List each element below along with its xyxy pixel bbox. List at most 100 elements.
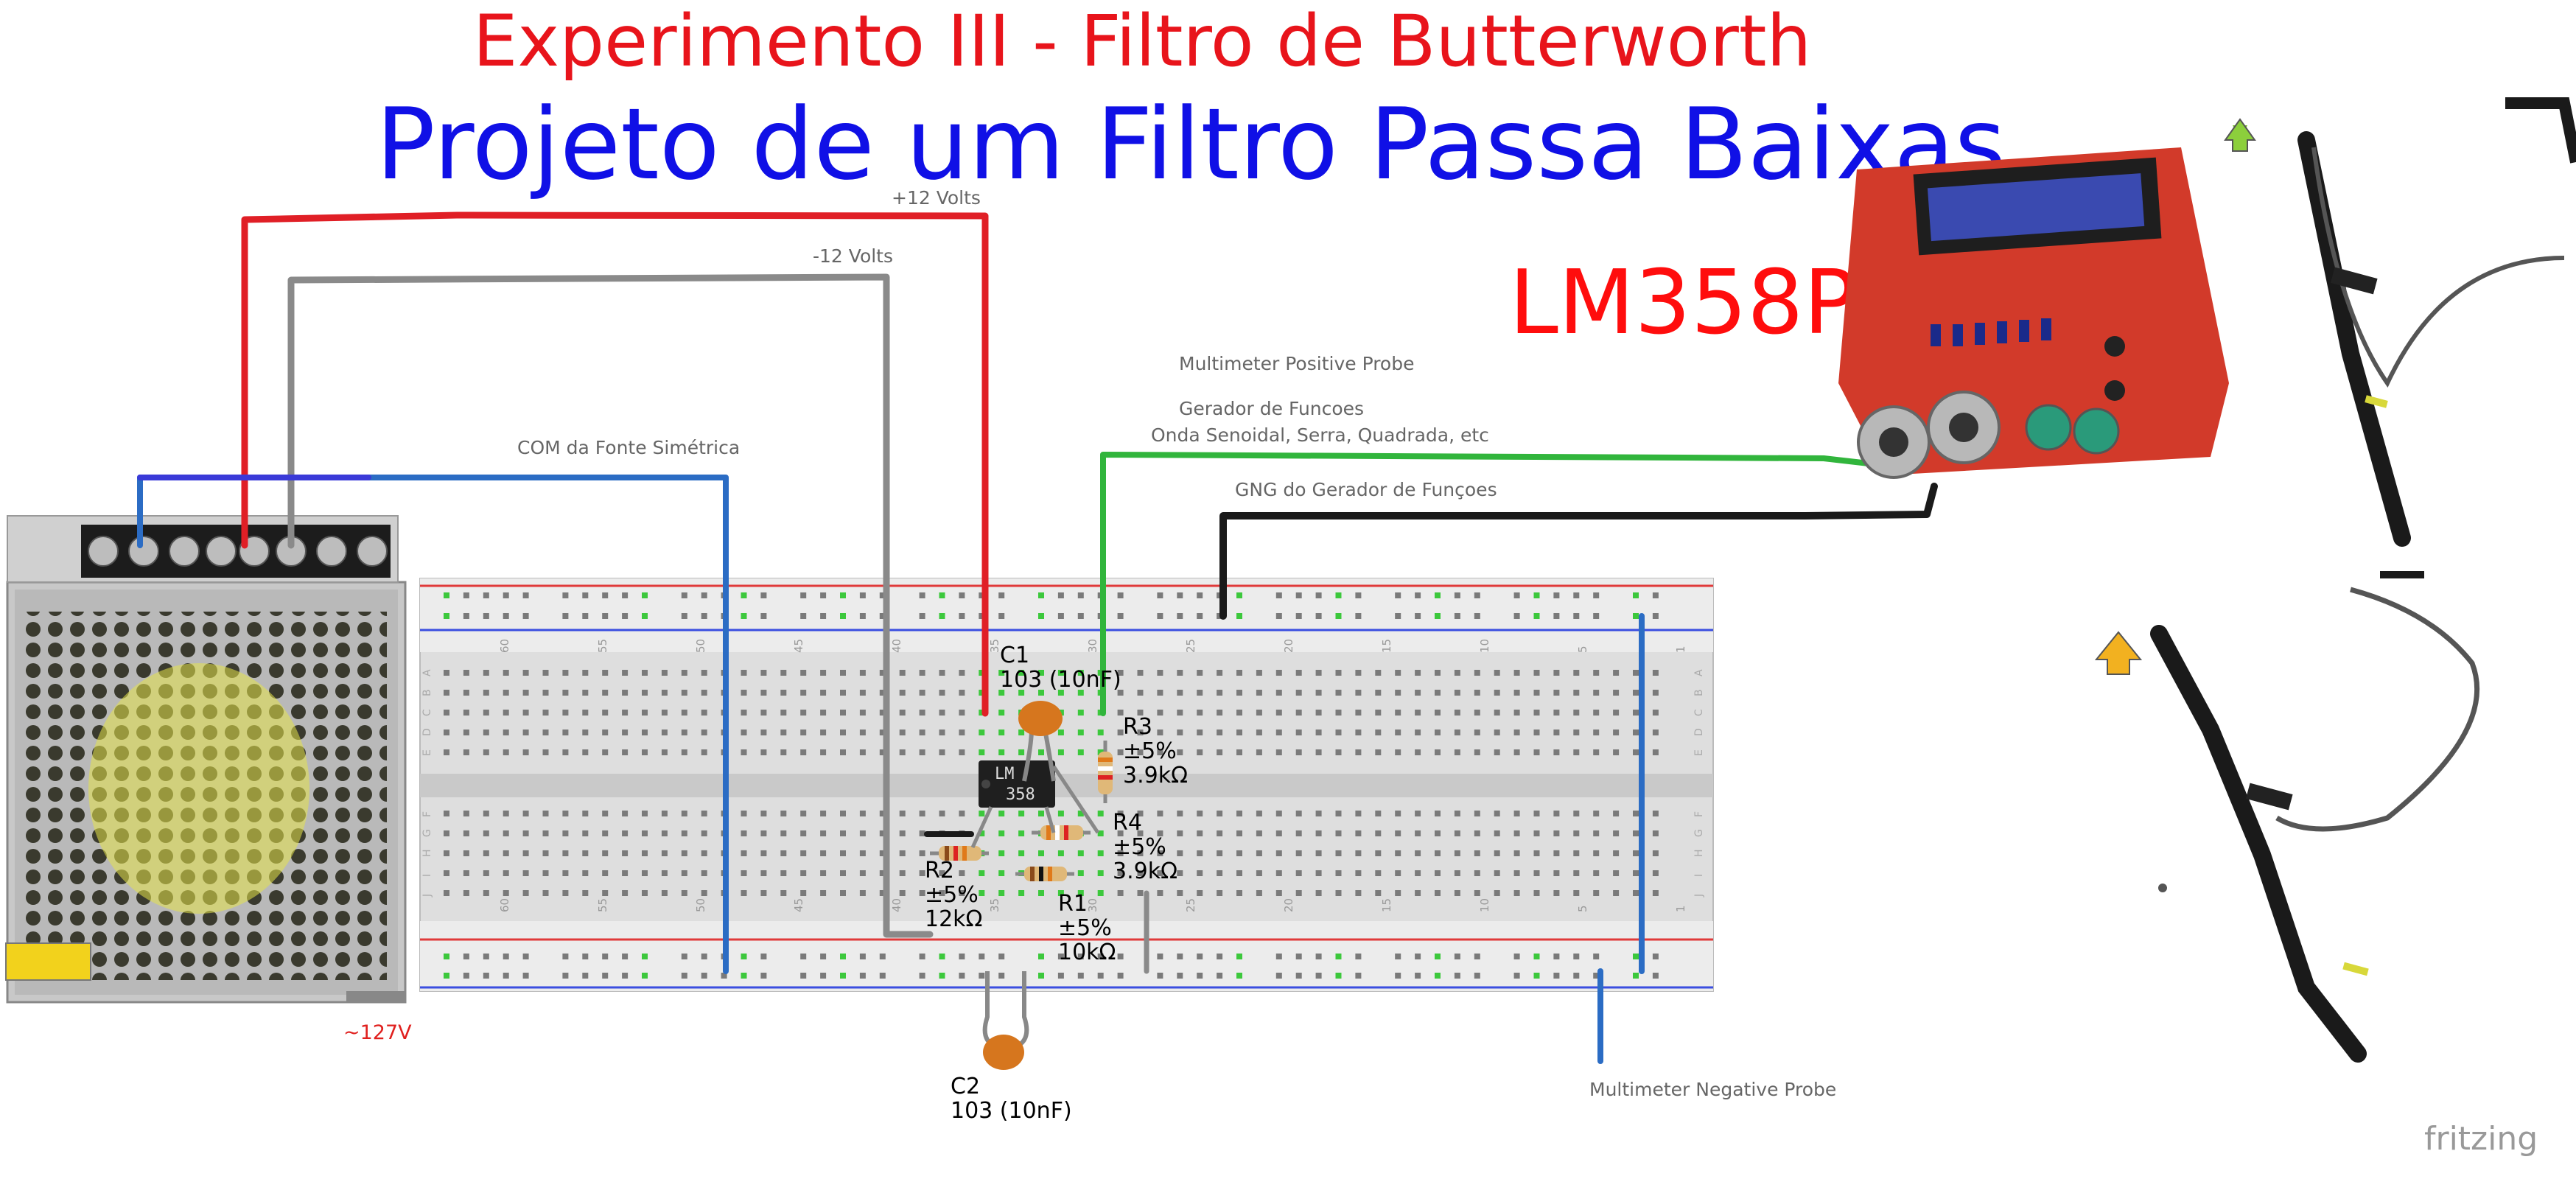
terminal-hole <box>780 730 787 735</box>
rail-hole <box>1435 592 1441 598</box>
terminal-hole <box>998 690 1005 696</box>
terminal-hole <box>899 830 906 836</box>
terminal-hole <box>1415 850 1421 856</box>
terminal-hole <box>1513 730 1520 735</box>
terminal-hole <box>661 670 668 676</box>
label-r2: R2 ±5% 12kΩ <box>925 858 983 932</box>
rail-hole <box>444 954 449 959</box>
row-letter: D <box>1693 728 1705 736</box>
rail-hole <box>1077 973 1084 979</box>
column-number: 60 <box>498 898 511 912</box>
rail-hole <box>859 592 866 598</box>
breadboard: 6060555550504545404035353030252520201515… <box>419 578 1714 992</box>
terminal-hole <box>1295 870 1302 876</box>
terminal-hole <box>1435 850 1441 856</box>
terminal-hole <box>642 870 648 876</box>
terminal-hole <box>1295 890 1302 896</box>
terminal-hole <box>1256 830 1262 836</box>
terminal-hole <box>760 811 767 816</box>
terminal-hole <box>1018 890 1025 896</box>
rail-hole <box>879 973 886 979</box>
terminal-hole <box>642 749 648 755</box>
terminal-hole <box>899 730 906 735</box>
terminal-hole <box>1454 730 1460 735</box>
terminal-hole <box>1217 690 1223 696</box>
terminal-hole <box>1315 690 1322 696</box>
terminal-hole <box>998 749 1005 755</box>
rail-hole <box>800 592 807 598</box>
rail-hole <box>1038 613 1044 619</box>
terminal-hole <box>681 670 687 676</box>
terminal-hole <box>1513 870 1520 876</box>
terminal-hole <box>444 670 449 676</box>
rail-hole <box>1355 954 1362 959</box>
terminal-hole <box>741 850 747 856</box>
terminal-hole <box>1038 690 1044 696</box>
rail-hole <box>1513 592 1520 598</box>
terminal-hole <box>998 670 1005 676</box>
terminal-hole <box>582 670 589 676</box>
terminal-hole <box>1077 749 1084 755</box>
terminal-hole <box>1652 670 1659 676</box>
terminal-hole <box>542 730 549 735</box>
terminal-hole <box>1157 710 1163 716</box>
rail-hole <box>1652 613 1659 619</box>
rail-hole <box>483 973 489 979</box>
terminal-hole <box>1217 670 1223 676</box>
terminal-hole <box>542 690 549 696</box>
rail-hole <box>1217 954 1223 959</box>
terminal-hole <box>1553 690 1560 696</box>
rail-hole <box>1315 592 1322 598</box>
terminal-hole <box>483 890 489 896</box>
rail-hole <box>1573 613 1580 619</box>
terminal-hole <box>642 690 648 696</box>
terminal-hole <box>919 811 925 816</box>
terminal-hole <box>840 850 846 856</box>
terminal-hole <box>1633 710 1639 716</box>
rail-hole <box>483 954 489 959</box>
terminal-hole <box>919 690 925 696</box>
terminal-hole <box>622 811 629 816</box>
terminal-hole <box>1355 870 1362 876</box>
rail-hole <box>1355 613 1362 619</box>
terminal-hole <box>503 710 509 716</box>
terminal-hole <box>879 710 886 716</box>
terminal-hole <box>939 710 945 716</box>
terminal-hole <box>800 730 807 735</box>
terminal-hole <box>1018 850 1025 856</box>
terminal-hole <box>1355 730 1362 735</box>
rail-hole <box>741 592 747 598</box>
rail-hole <box>879 954 886 959</box>
rail-hole <box>820 973 827 979</box>
terminal-hole <box>998 890 1005 896</box>
oscilloscope-probe-1 <box>2224 97 2576 547</box>
terminal-hole <box>1494 850 1500 856</box>
terminal-hole <box>1435 749 1441 755</box>
terminal-hole <box>1137 730 1144 735</box>
terminal-hole <box>1533 670 1540 676</box>
rail-hole <box>820 613 827 619</box>
terminal-hole <box>760 830 767 836</box>
terminal-hole <box>1077 811 1084 816</box>
terminal-hole <box>463 850 469 856</box>
terminal-hole <box>701 870 707 876</box>
terminal-hole <box>780 670 787 676</box>
terminal-hole <box>463 870 469 876</box>
terminal-hole <box>444 870 449 876</box>
rail-hole <box>503 954 509 959</box>
power-supply <box>5 515 407 1004</box>
terminal-hole <box>1217 830 1223 836</box>
terminal-hole <box>681 690 687 696</box>
terminal-hole <box>998 730 1005 735</box>
terminal-hole <box>1177 710 1183 716</box>
terminal-hole <box>522 811 529 816</box>
terminal-hole <box>1295 850 1302 856</box>
oscilloscope-probe-2 <box>2094 571 2480 1063</box>
terminal-hole <box>582 870 589 876</box>
terminal-hole <box>1454 670 1460 676</box>
rail-hole <box>1038 954 1044 959</box>
label-waveforms: Onda Senoidal, Serra, Quadrada, etc <box>1151 424 1489 446</box>
rail-hole <box>582 613 589 619</box>
terminal-hole <box>1613 749 1620 755</box>
terminal-hole <box>1613 890 1620 896</box>
